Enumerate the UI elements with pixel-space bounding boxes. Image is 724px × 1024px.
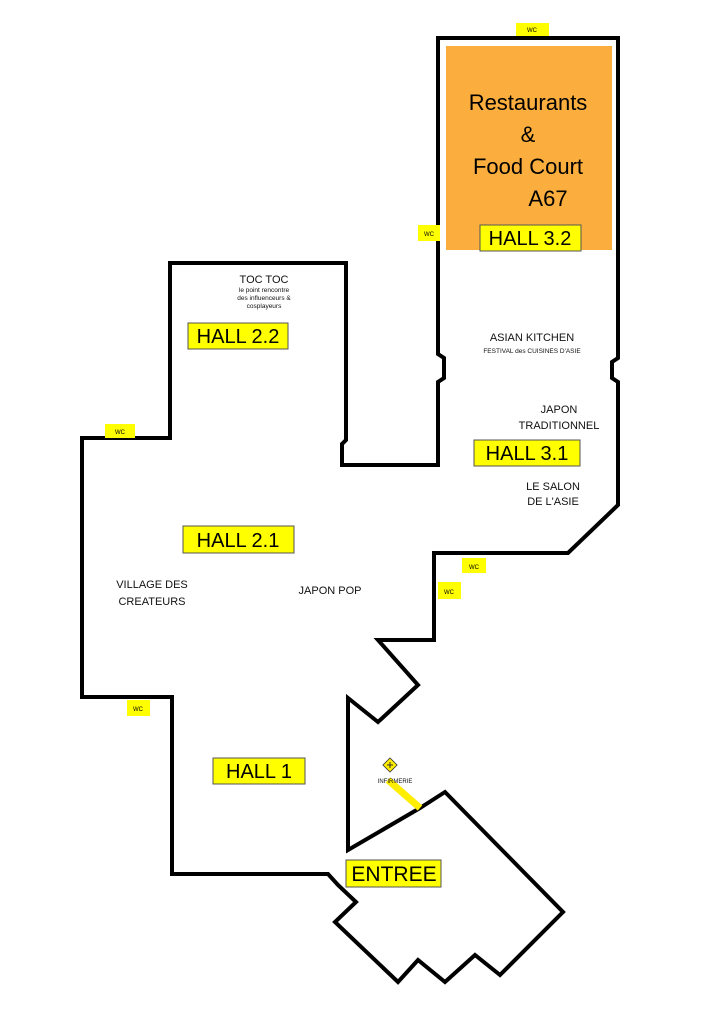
toc-toc-sub-2: des influenceurs & — [237, 295, 291, 302]
hall-2-1-box — [182, 525, 295, 554]
hall-1-label: HALL 1 — [226, 761, 292, 783]
hall-1-box — [212, 757, 306, 785]
wc-marker-hall-2-1 — [105, 424, 135, 438]
food-court-line-4: A67 — [528, 186, 567, 211]
hall-3-1-label: HALL 3.1 — [486, 443, 569, 465]
entrance-box — [345, 859, 442, 888]
hall-3-outline — [80, 36, 620, 985]
wc-marker-hall-1 — [127, 700, 150, 716]
wc-label: WC — [133, 707, 144, 713]
toc-toc-title: TOC TOC — [240, 274, 289, 286]
japon-pop-label: JAPON POP — [299, 585, 362, 597]
wc-marker-corridor-lower — [438, 582, 461, 599]
village-createurs-line-2: CREATEURS — [118, 596, 185, 608]
salon-asie-line-2: DE L'ASIE — [527, 496, 579, 508]
wc-label: WC — [527, 28, 538, 34]
hall-3-2-box — [479, 224, 582, 252]
wc-marker-hall-3-2 — [418, 225, 440, 241]
toc-toc-sub-3: cosplayeurs — [247, 303, 282, 310]
wc-label: WC — [444, 590, 455, 596]
wc-marker-top — [516, 23, 549, 36]
food-court-line-2: & — [521, 122, 536, 147]
infirmary-path-marker — [385, 777, 423, 811]
infirmary-label: INFIRMERIE — [378, 779, 413, 785]
toc-toc-sub-1: le point rencontre — [239, 287, 290, 294]
hall-2-1-label: HALL 2.1 — [197, 530, 280, 552]
wc-label: WC — [424, 232, 435, 238]
village-createurs-line-1: VILLAGE DES — [116, 579, 188, 591]
hall-3-1-box — [473, 439, 581, 467]
hall-2-2-label: HALL 2.2 — [197, 326, 280, 348]
food-court-line-1: Restaurants — [469, 90, 588, 115]
asian-kitchen-title: ASIAN KITCHEN — [490, 332, 574, 344]
hall-2-2-box — [187, 322, 289, 350]
salon-asie-line-1: LE SALON — [526, 481, 580, 493]
asian-kitchen-sub: FESTIVAL des CUISINES D'ASIE — [483, 348, 581, 355]
japon-traditionnel-line-1: JAPON — [541, 404, 578, 416]
entrance-label: ENTREE — [351, 863, 436, 886]
food-court-area — [446, 46, 612, 250]
food-court-line-3: Food Court — [473, 154, 583, 179]
wc-label: WC — [469, 565, 480, 571]
wc-marker-corridor-upper — [462, 558, 486, 573]
hall-3-2-label: HALL 3.2 — [489, 228, 572, 250]
japon-traditionnel-line-2: TRADITIONNEL — [519, 420, 600, 432]
wc-label: WC — [115, 430, 126, 436]
